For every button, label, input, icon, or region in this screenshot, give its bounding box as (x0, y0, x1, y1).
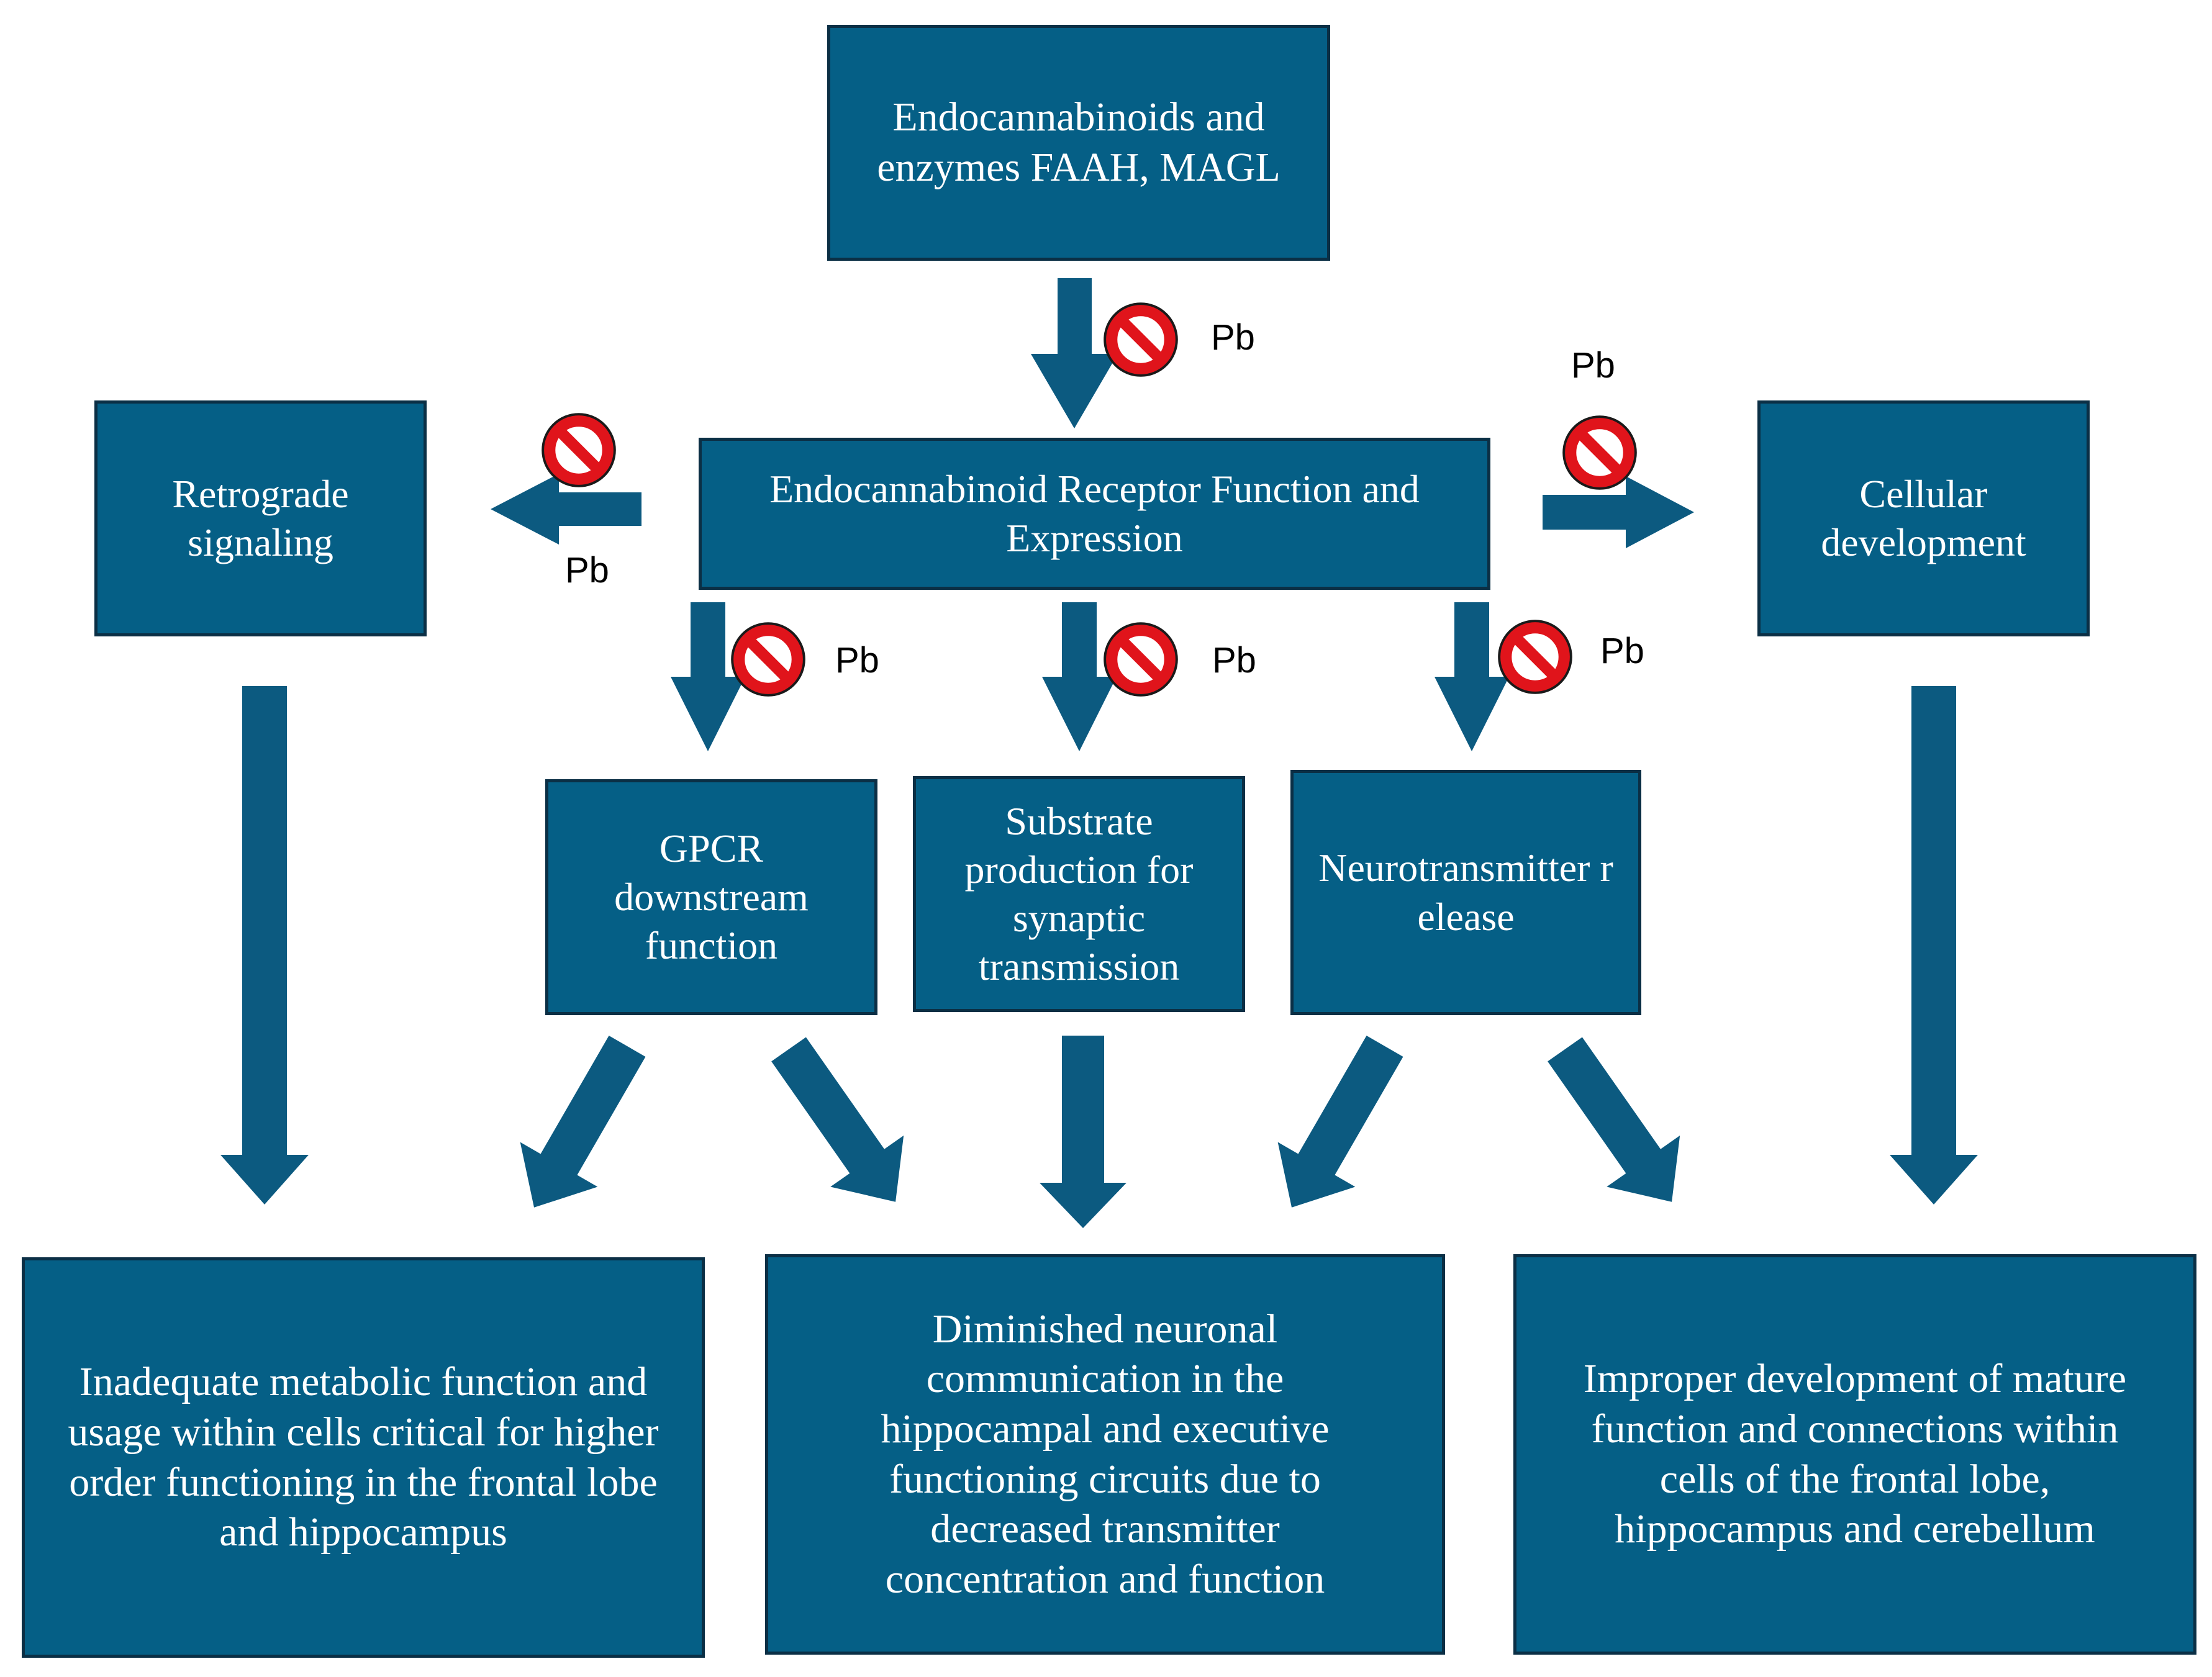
box-outcome-development: Improper development of mature function … (1513, 1254, 2196, 1655)
box-neurotransmitter-release: Neurotransmitter release (1290, 770, 1641, 1015)
arrow-receptor-to-cellular (1543, 476, 1694, 548)
box-retrograde-signaling: Retrograde signaling (94, 400, 427, 636)
prohibition-icon (1104, 622, 1178, 697)
box-outcome-metabolic: Inadequate metabolic function and usage … (22, 1257, 705, 1658)
arrow-gpcr-to-outcome-center (771, 1037, 904, 1202)
box-receptor-function-text: Endocannabinoid Receptor Function and Ex… (769, 467, 1420, 560)
pb-label-right: Pb (1571, 345, 1615, 386)
prohibition-icon (1104, 302, 1178, 377)
box-endocannabinoids-enzymes: Endocannabinoids and enzymes FAAH, MAGL (827, 25, 1330, 261)
arrow-receptor-to-neurotransmitter (1435, 602, 1509, 751)
prohibition-icon (731, 622, 805, 697)
prohibition-icon (1562, 415, 1637, 490)
box-neurotransmitter-release-text: Neurotransmitter release (1318, 846, 1613, 939)
box-outcome-development-text: Improper development of mature function … (1583, 1356, 2127, 1552)
box-retrograde-signaling-text: Retrograde signaling (172, 471, 349, 564)
box-outcome-communication-text: Diminished neuronal communication in the… (881, 1306, 1330, 1602)
arrow-receptor-to-gpcr (671, 602, 745, 751)
box-gpcr-downstream-text: GPCR downstream function (614, 826, 809, 968)
box-outcome-communication: Diminished neuronal communication in the… (765, 1254, 1445, 1655)
box-gpcr-downstream: GPCR downstream function (545, 779, 877, 1015)
box-substrate-production: Substrate production for synaptic transm… (913, 776, 1245, 1012)
box-receptor-function: Endocannabinoid Receptor Function and Ex… (699, 438, 1490, 590)
prohibition-icon (542, 413, 616, 487)
arrow-substrate-to-outcome-center (1040, 1036, 1126, 1228)
box-cellular-development: Cellular development (1757, 400, 2090, 636)
arrow-neurotransmitter-to-outcome-center (1277, 1036, 1403, 1208)
pb-label-top: Pb (1211, 317, 1255, 358)
arrow-neurotransmitter-to-outcome-right (1548, 1037, 1680, 1202)
arrow-gpcr-to-outcome-left (520, 1036, 646, 1208)
box-outcome-metabolic-text: Inadequate metabolic function and usage … (68, 1359, 659, 1555)
box-endocannabinoids-enzymes-text: Endocannabinoids and enzymes FAAH, MAGL (877, 94, 1281, 190)
pb-label-substrate: Pb (1212, 640, 1256, 680)
pb-label-gpcr: Pb (835, 640, 879, 680)
pb-label-neurotransmitter: Pb (1600, 631, 1644, 671)
pb-label-left: Pb (565, 550, 609, 590)
arrow-receptor-to-retrograde (491, 474, 641, 545)
box-cellular-development-text: Cellular development (1821, 471, 2026, 564)
arrow-retrograde-to-outcome-left (220, 686, 309, 1205)
arrow-receptor-to-substrate (1042, 602, 1117, 751)
box-substrate-production-text: Substrate production for synaptic transm… (964, 798, 1194, 989)
arrow-cellular-to-outcome-right (1890, 686, 1978, 1205)
arrow-top-to-receptor (1031, 278, 1118, 428)
prohibition-icon (1498, 620, 1572, 694)
